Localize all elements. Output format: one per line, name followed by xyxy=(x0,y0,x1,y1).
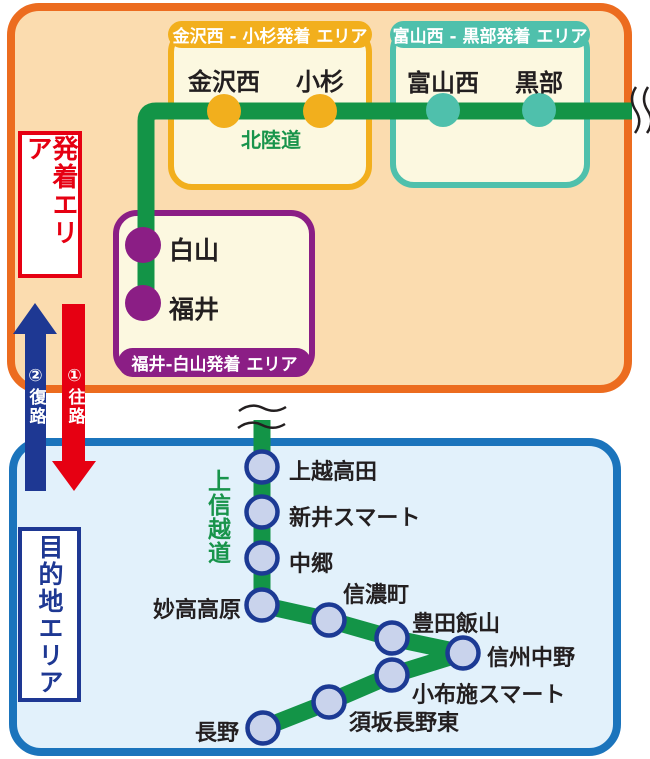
line-break-mark-right-1 xyxy=(630,86,641,134)
station-circle-myoko-kogen xyxy=(244,587,280,623)
station-dot-fukui xyxy=(125,285,161,321)
outbound-arrow-label: ①往路 xyxy=(64,366,85,426)
station-circle-suzaka-nagano-higashi xyxy=(311,684,347,720)
departure-area-legend: 発着エリア xyxy=(18,131,82,278)
station-circle-obuse-smart xyxy=(374,657,410,693)
station-label-joetsu-takada: 上越高田 xyxy=(289,460,378,485)
hokuriku-expressway-label: 北陸道 xyxy=(241,128,301,152)
station-label-kanazawa-nishi: 金沢西 xyxy=(188,68,260,96)
station-label-nagano: 長野 xyxy=(194,721,239,746)
station-label-arai-smart: 新井スマート xyxy=(289,506,421,531)
destination-area-legend: 目的地エリア xyxy=(18,527,81,702)
return-arrow xyxy=(13,303,57,491)
station-circle-nakago xyxy=(244,540,280,576)
line-break-mark-right-2 xyxy=(642,86,650,134)
kanazawa-kosugi-area-title: 金沢西 - 小杉発着 エリア xyxy=(168,21,372,48)
station-label-kosugi: 小杉 xyxy=(296,68,344,96)
destination-area-legend-text: 目的地エリア xyxy=(35,533,64,696)
station-circle-toyoda-iiyama xyxy=(374,620,410,656)
station-dot-toyama-nishi xyxy=(426,93,460,127)
station-dot-kanazawa-nishi xyxy=(207,94,241,128)
station-dot-kurobe xyxy=(522,93,556,127)
station-label-suzaka-nagano-higashi: 須坂長野東 xyxy=(349,711,460,736)
station-label-toyama-nishi: 富山西 xyxy=(407,69,479,97)
station-label-myoko-kogen: 妙高高原 xyxy=(152,598,241,623)
station-label-fukui: 福井 xyxy=(169,295,220,324)
toyama-kurobe-area-title: 富山西 - 黒部発着 エリア xyxy=(390,21,590,48)
fukui-hakusan-area-title: 福井-白山発着 エリア xyxy=(118,348,311,377)
station-label-shinanomachi: 信濃町 xyxy=(343,583,410,608)
station-dot-kosugi xyxy=(303,94,337,128)
station-dot-hakusan xyxy=(125,227,161,263)
station-circle-shinshu-nakano xyxy=(445,635,481,671)
departure-area-legend-text: 発着エリア xyxy=(22,135,78,247)
station-label-kurobe: 黒部 xyxy=(515,69,563,97)
station-circle-joetsu-takada xyxy=(244,449,280,485)
station-circle-nagano xyxy=(245,710,281,746)
station-label-hakusan: 白山 xyxy=(169,236,220,265)
outbound-arrow xyxy=(52,304,96,491)
line-break-mark-top-2 xyxy=(237,421,286,430)
joshinetsu-expressway-label: 上信越道 xyxy=(203,469,230,565)
station-circle-arai-smart xyxy=(244,494,280,530)
hokuriku-expressway-line xyxy=(137,102,632,303)
line-break-mark-top-1 xyxy=(238,404,287,413)
station-label-nakago: 中郷 xyxy=(289,552,334,577)
station-label-shinshu-nakano: 信州中野 xyxy=(487,646,576,671)
station-label-obuse-smart: 小布施スマート xyxy=(412,683,566,708)
return-arrow-label: ②復路 xyxy=(25,366,46,426)
station-circle-shinanomachi xyxy=(311,602,347,638)
station-label-toyoda-iiyama: 豊田飯山 xyxy=(412,612,501,637)
